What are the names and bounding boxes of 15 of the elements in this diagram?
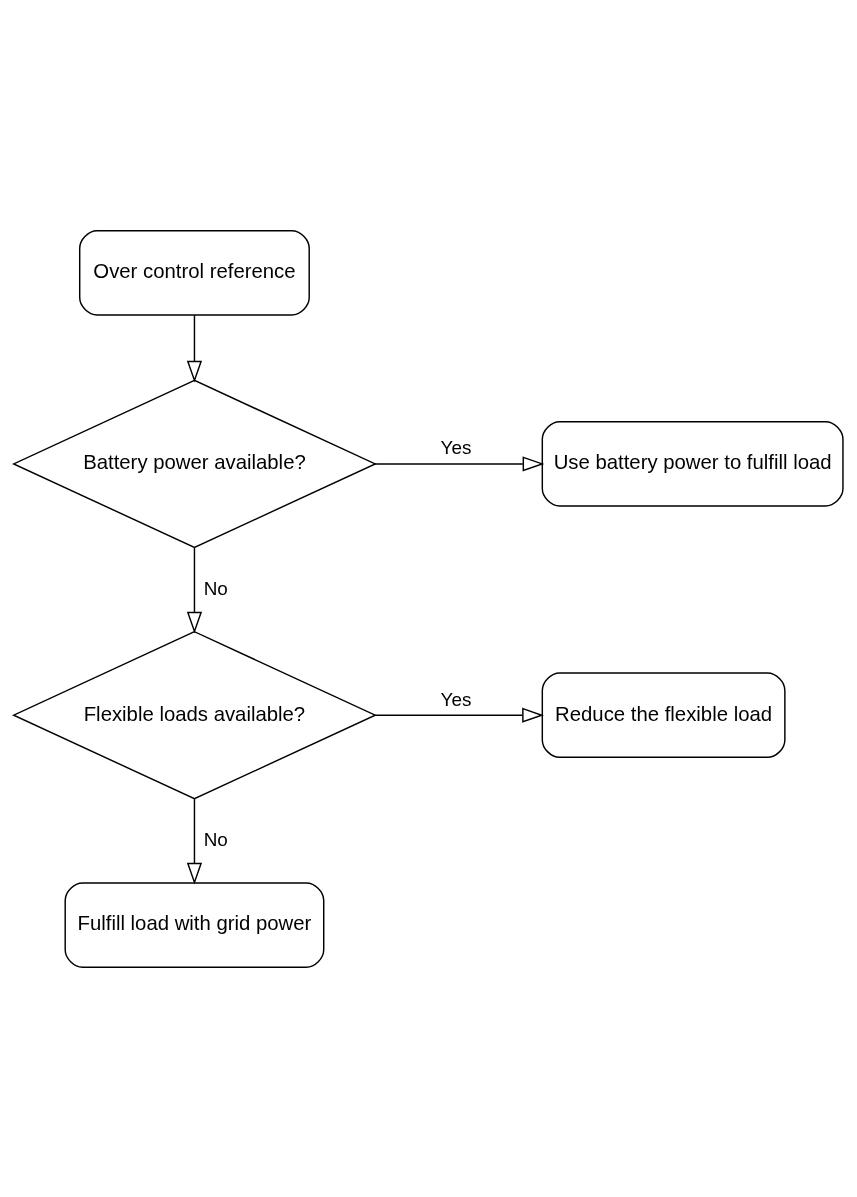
node-box: Use battery power to fulfill load (541, 420, 844, 507)
edge-label: Yes (440, 688, 472, 710)
node-box: Reduce the flexible load (541, 671, 786, 758)
edge-label: Yes (440, 436, 472, 458)
arrow (186, 797, 203, 885)
node-box: Fulfill load with grid power (64, 881, 325, 968)
arrow (186, 546, 203, 634)
node-diamond: Battery power available? (12, 379, 377, 548)
node-diamond: Flexible loads available? (12, 630, 377, 799)
arrow (374, 707, 544, 723)
arrow (374, 455, 545, 472)
arrow (186, 313, 203, 383)
edge-label: No (203, 577, 228, 598)
edge-label: No (203, 828, 228, 850)
node-box: Over control reference (79, 229, 310, 316)
